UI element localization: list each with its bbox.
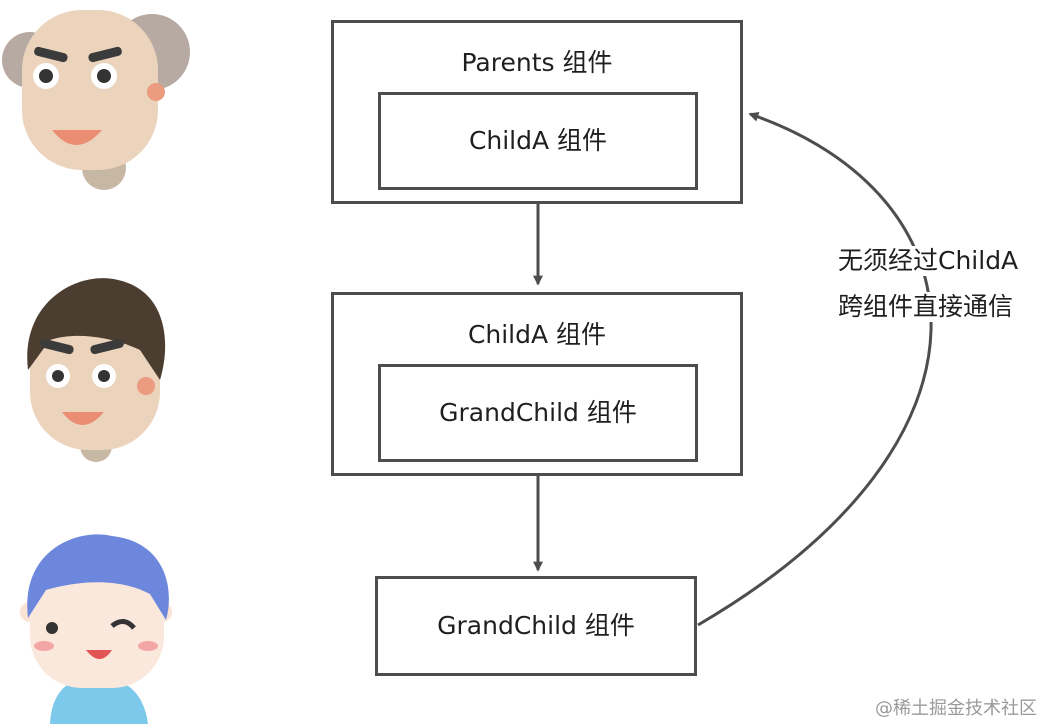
parents-component-title: Parents 组件 — [461, 48, 613, 77]
arrow-grandchild-to-parents — [697, 111, 933, 627]
annotation-line-1: 无须经过ChildA — [838, 246, 1019, 276]
grandchild-component-title: GrandChild 组件 — [437, 611, 635, 640]
childa-component-inner-label: ChildA 组件 — [468, 126, 608, 155]
parents-component-box: Parents 组件 ChildA 组件 — [331, 20, 743, 204]
childa-component-box: ChildA 组件 GrandChild 组件 — [331, 292, 743, 476]
child-avatar-icon — [20, 534, 172, 724]
watermark-text: @稀土掘金技术社区 — [875, 698, 1037, 719]
childa-component-title: ChildA 组件 — [467, 320, 607, 349]
childa-component-inner-box: ChildA 组件 — [378, 92, 698, 190]
annotation-line-2: 跨组件直接通信 — [838, 292, 1014, 322]
grandchild-component-inner-box: GrandChild 组件 — [378, 364, 698, 462]
grandchild-component-inner-label: GrandChild 组件 — [439, 398, 637, 427]
father-avatar-icon — [27, 278, 166, 462]
grandpa-avatar-icon — [2, 10, 190, 190]
grandchild-component-box: GrandChild 组件 — [375, 576, 697, 676]
